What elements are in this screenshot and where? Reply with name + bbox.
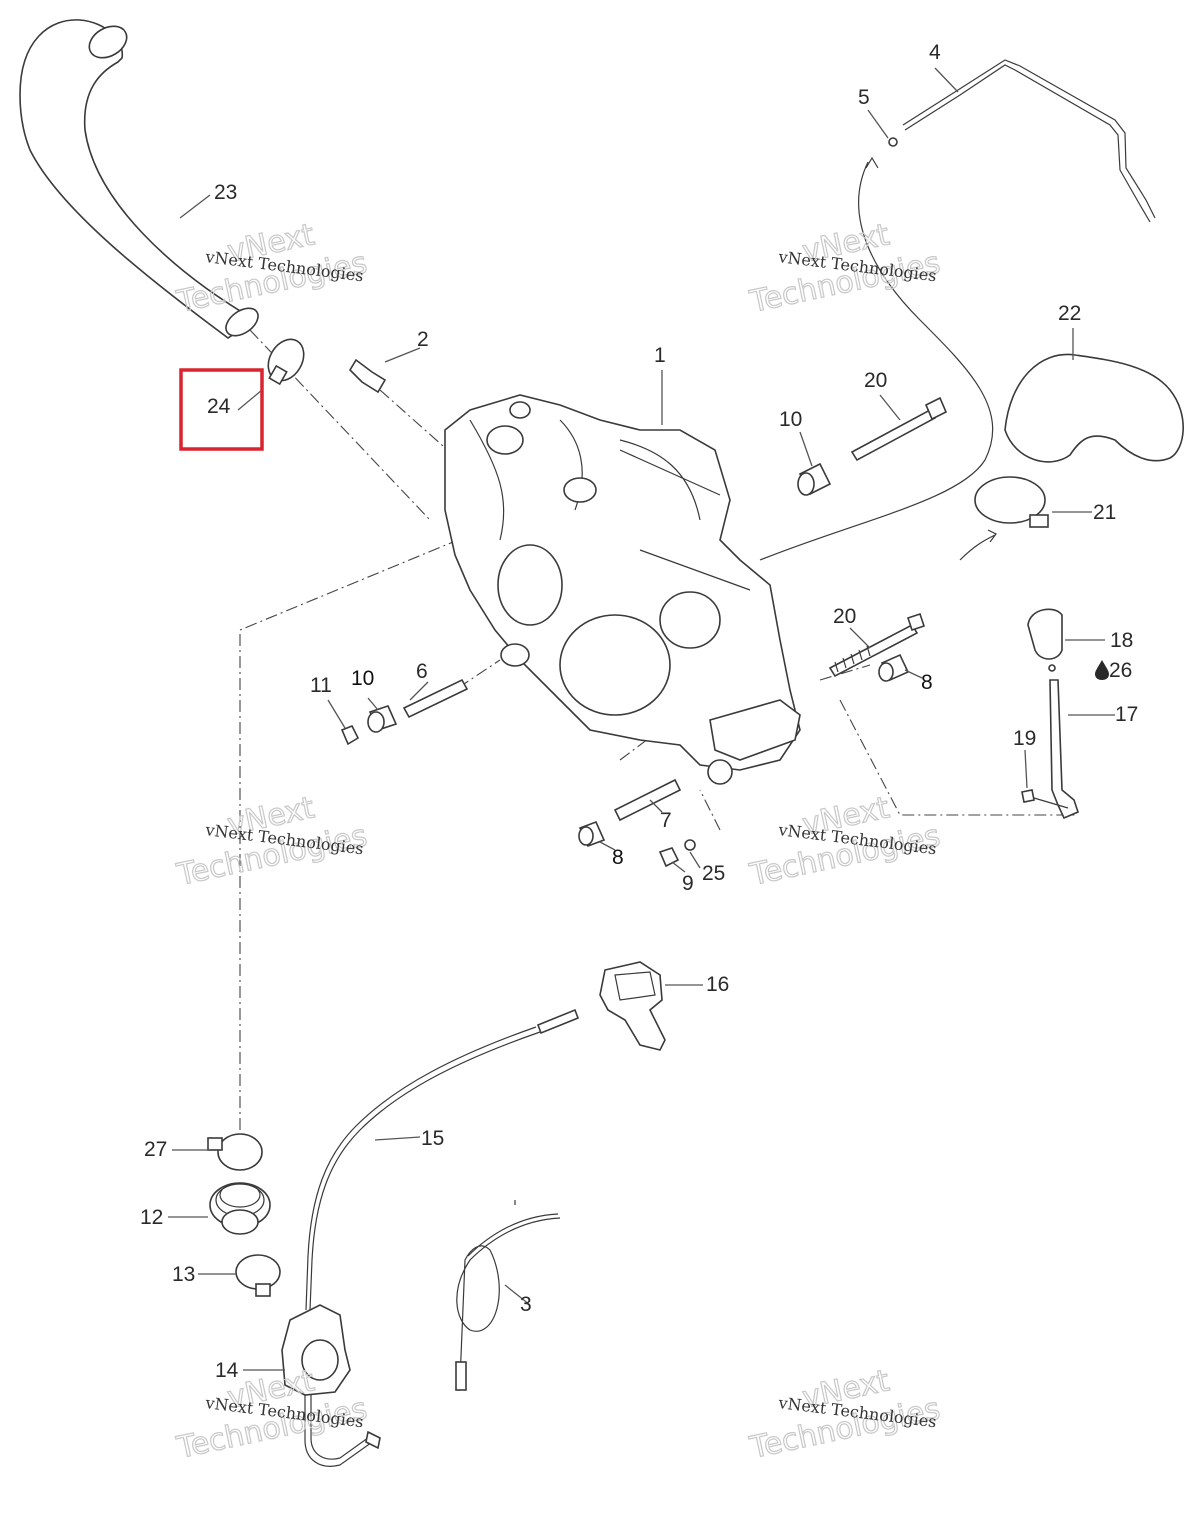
- label-part-10-left: 10: [351, 667, 374, 690]
- label-part-19: 19: [1013, 727, 1036, 750]
- label-part-8-right: 8: [921, 671, 933, 694]
- label-part-13: 13: [172, 1263, 195, 1286]
- clamp-27: [207, 1133, 263, 1171]
- label-part-12: 12: [140, 1206, 163, 1229]
- label-part-7: 7: [660, 809, 672, 832]
- throttle-cable: [305, 1008, 580, 1311]
- label-part-24: 24: [207, 395, 231, 418]
- label-part-11: 11: [310, 674, 332, 697]
- clamp-ring: [267, 338, 305, 386]
- label-part-9: 9: [682, 872, 694, 895]
- engine-assembly: [444, 394, 801, 785]
- mount-hardware-lower: [578, 778, 696, 868]
- label-part-27: 27: [144, 1138, 167, 1161]
- label-part-15: 15: [421, 1127, 444, 1150]
- label-part-22: 22: [1058, 302, 1081, 325]
- mount-hardware-left: [340, 678, 469, 746]
- drop-icon: [1095, 660, 1109, 680]
- watermark-top-right: vNext Technologies vNext Technologies: [746, 217, 944, 321]
- watermark-mid-left: vNext Technologies vNext Technologies: [173, 790, 371, 894]
- label-part-3: 3: [520, 1293, 532, 1316]
- label-part-23: 23: [214, 181, 237, 204]
- exhaust-pipe: [19, 19, 259, 339]
- vent-hose: [759, 59, 1156, 561]
- carburetor: [281, 1304, 381, 1467]
- label-part-5: 5: [858, 86, 870, 109]
- label-part-2: 2: [417, 328, 429, 351]
- clamp-13: [235, 1254, 281, 1297]
- label-part-1: 1: [654, 344, 666, 367]
- label-part-25: 25: [702, 862, 725, 885]
- label-part-20-upper: 20: [864, 369, 887, 392]
- label-part-17: 17: [1115, 703, 1138, 726]
- shift-lever-group: [1021, 608, 1079, 820]
- part-labels: 1 2 3 4 5 6 7 8 8 9 10 10 11 12 13 14 15…: [140, 41, 1138, 1382]
- clamp-21: [959, 476, 1049, 561]
- choke-cable: [455, 1200, 561, 1391]
- leader-lines: [168, 67, 1115, 1371]
- watermark-top-left: vNext Technologies vNext Technologies: [173, 217, 371, 321]
- intake-boot: [209, 1182, 271, 1235]
- watermark-mid-right: vNext Technologies vNext Technologies: [746, 790, 944, 894]
- label-part-21: 21: [1093, 501, 1116, 524]
- bushing-upper: [797, 462, 832, 496]
- spark-plug: [348, 358, 387, 394]
- bolt-lower: [828, 612, 926, 678]
- label-part-26: 26: [1109, 659, 1132, 682]
- air-boot: [1004, 353, 1184, 463]
- label-part-14: 14: [215, 1359, 239, 1382]
- bolt-upper: [850, 396, 948, 462]
- label-part-16: 16: [706, 973, 729, 996]
- highlight-box-part-24: [179, 368, 264, 451]
- watermark-bottom-right: vNext Technologies vNext Technologies: [746, 1363, 944, 1467]
- throttle-housing: [599, 961, 666, 1051]
- label-part-4: 4: [929, 41, 941, 64]
- label-part-8-lower: 8: [612, 846, 624, 869]
- label-part-10-upper: 10: [779, 408, 802, 431]
- label-part-20-lower: 20: [833, 605, 856, 628]
- label-part-6: 6: [416, 660, 428, 683]
- bushing-right: [878, 653, 910, 682]
- watermark-bottom-left: vNext Technologies vNext Technologies: [173, 1363, 371, 1467]
- label-part-18: 18: [1110, 629, 1133, 652]
